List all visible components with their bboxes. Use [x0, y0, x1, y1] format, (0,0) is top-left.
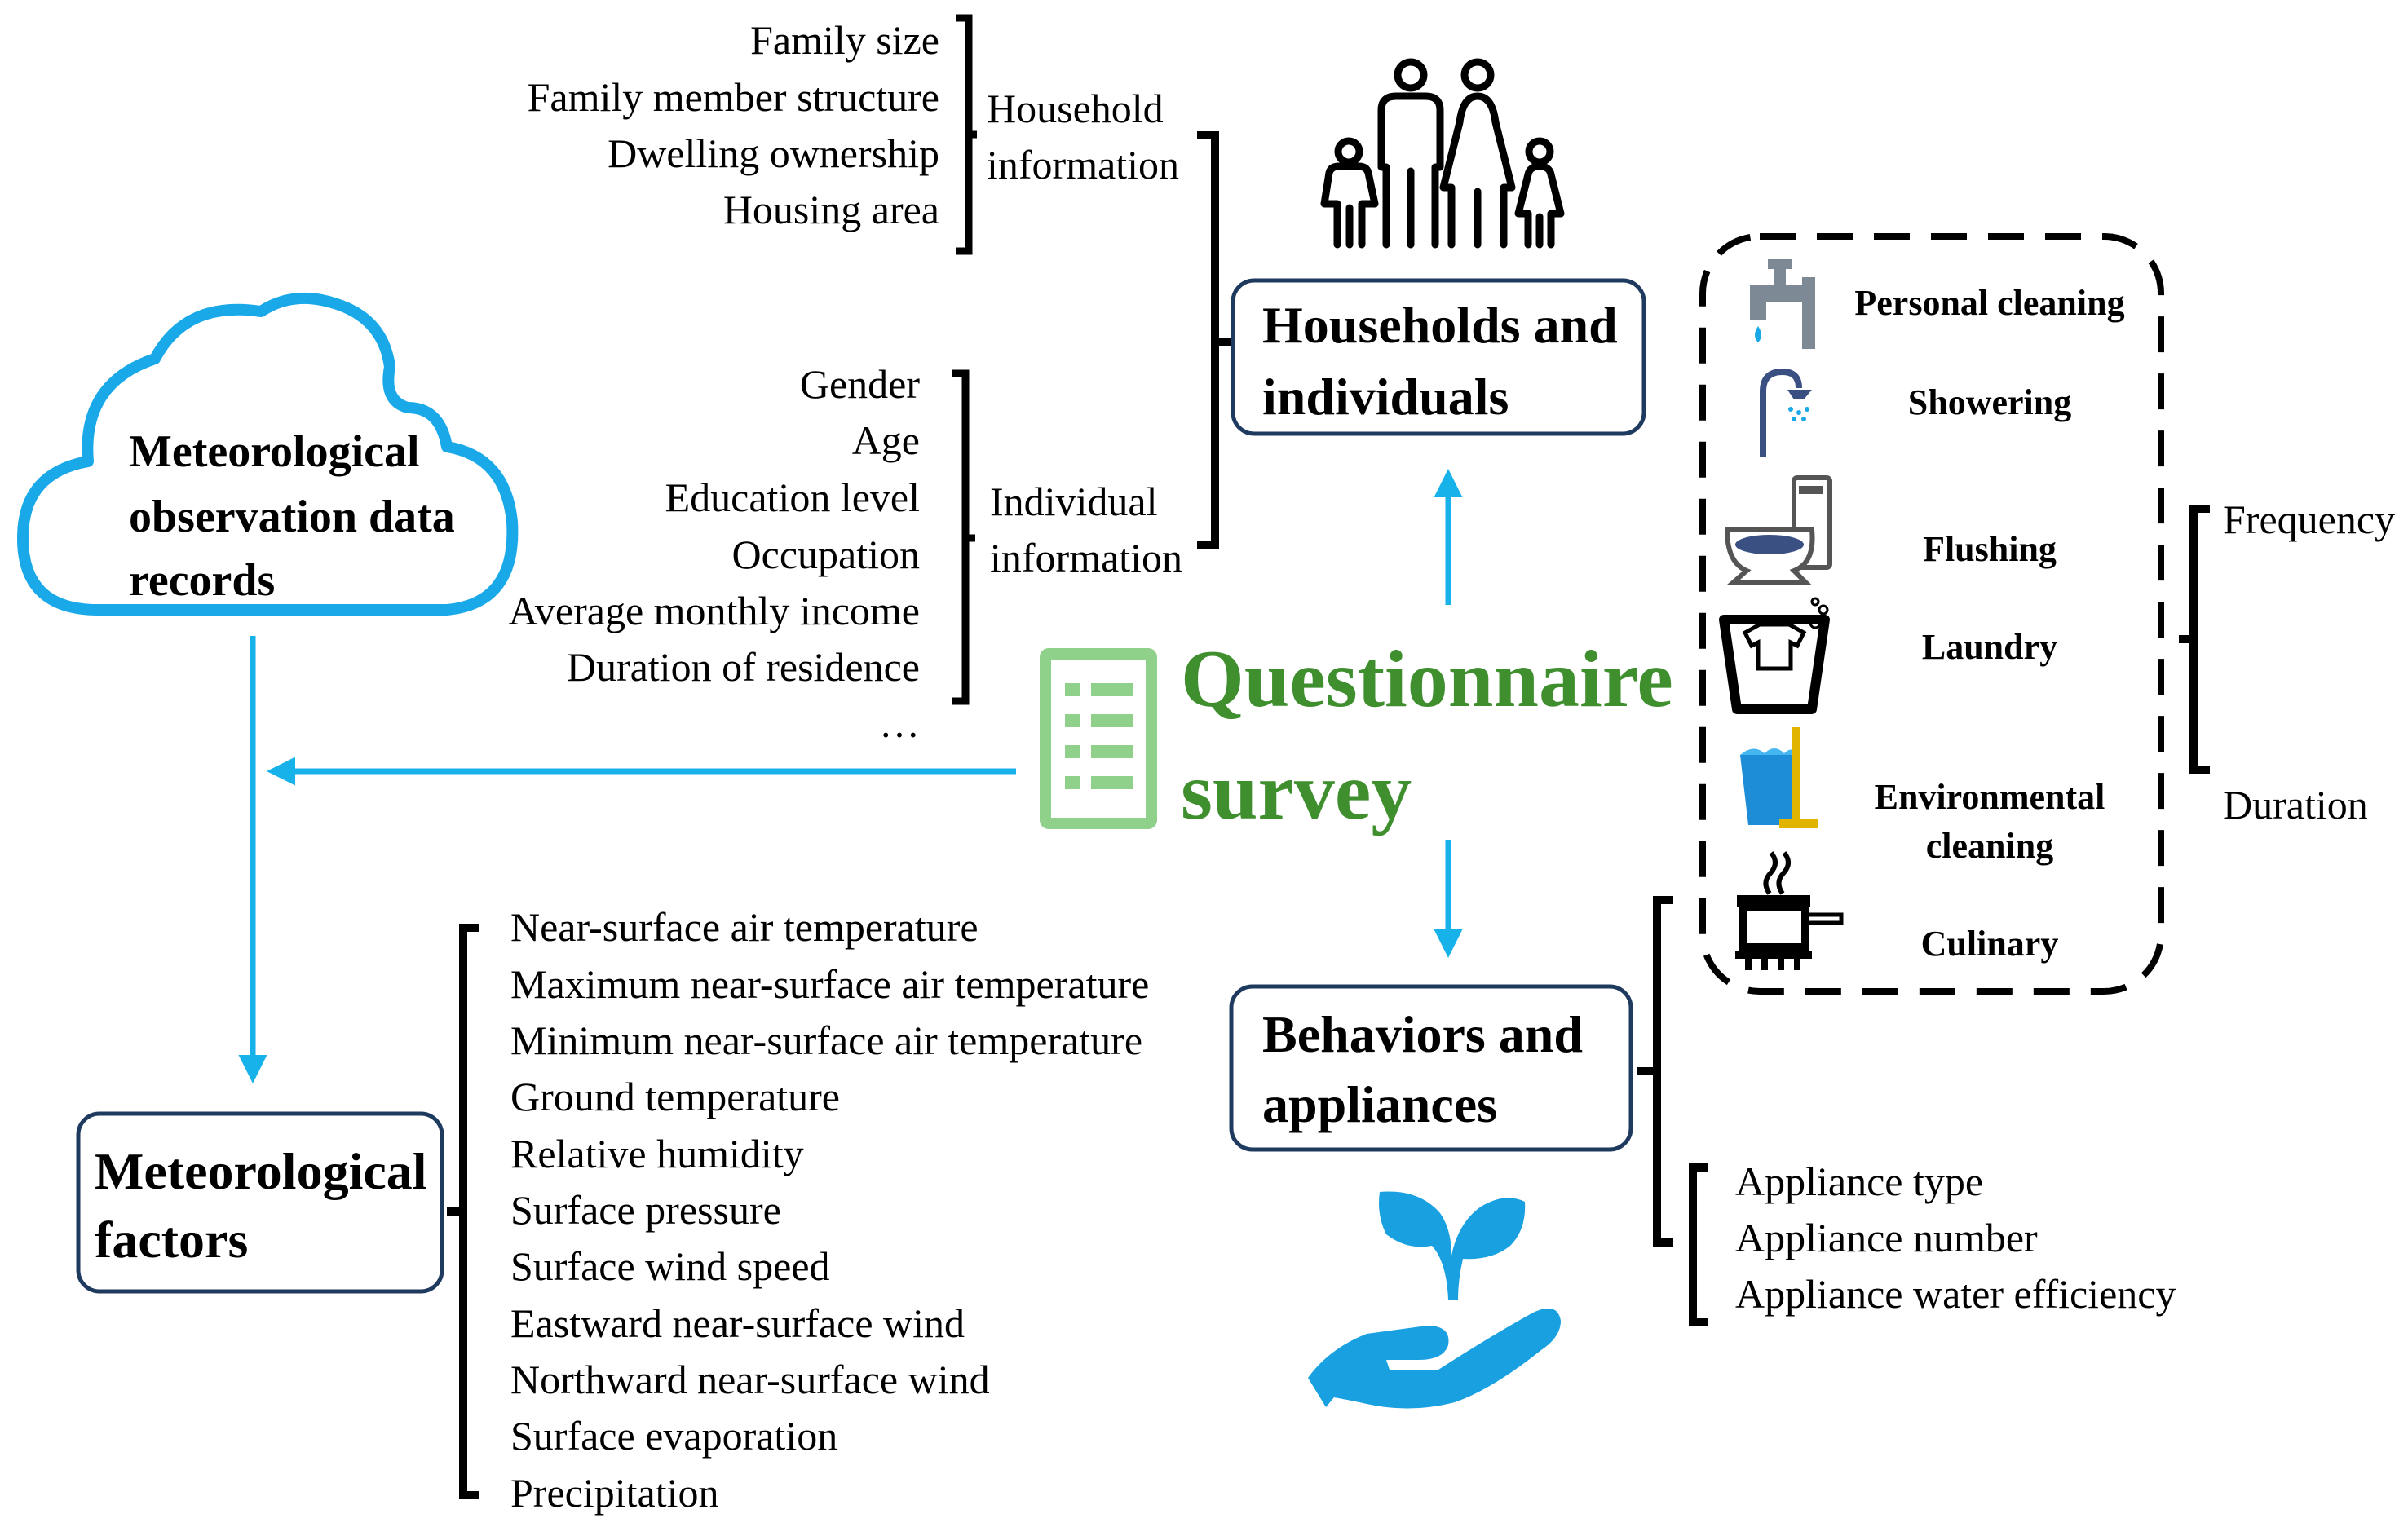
faucet-icon [1750, 259, 1815, 349]
info-group-bracket [1197, 131, 1233, 549]
frequency-duration-bracket [2179, 505, 2210, 774]
family-icon [1320, 58, 1565, 249]
meteo-records-title: Meteorological [129, 426, 420, 477]
behaviors-box-title: Behaviors and [1262, 1005, 1583, 1063]
meteo-factor-item: Surface pressure [510, 1187, 781, 1233]
meteo-records-title: records [129, 555, 275, 606]
appliance-item: Appliance type [1735, 1158, 1983, 1204]
plant-in-hand-icon [1308, 1191, 1561, 1409]
meteo-factor-item: Precipitation [510, 1470, 719, 1516]
behavior-environmental-cleaning: Environmental [1875, 777, 2105, 817]
cooking-pot-icon [1735, 851, 1844, 970]
appliance-item: Appliance number [1735, 1215, 2038, 1260]
meteo-factor-item: Surface evaporation [510, 1413, 837, 1459]
household-item: Dwelling ownership [608, 130, 939, 176]
meteo-factor-item: Northward near-surface wind [510, 1357, 990, 1402]
households-individuals-box [1231, 278, 1646, 436]
household-items: Family size Family member structure Dwel… [528, 17, 939, 232]
appliance-item: Appliance water efficiency [1735, 1271, 2176, 1317]
meteo-factor-item: Eastward near-surface wind [510, 1300, 965, 1346]
individual-item: Occupation [732, 532, 920, 577]
meteo-factors-box [76, 1111, 444, 1294]
appliance-bracket [1689, 1163, 1708, 1326]
meteo-records-title: observation data [129, 492, 455, 542]
questionnaire-title: Questionnaire [1181, 633, 1673, 724]
household-item: Family member structure [528, 74, 939, 120]
behaviors-dashed-group [1699, 233, 2164, 995]
cleaning-bucket-icon [1740, 727, 1818, 828]
household-item: Housing area [723, 187, 939, 232]
cloud-icon [17, 292, 519, 616]
household-info-label: information [987, 142, 1179, 188]
meteo-factor-item: Ground temperature [510, 1074, 840, 1119]
meteo-factor-item: Relative humidity [510, 1131, 804, 1176]
behavior-laundry: Laundry [1922, 627, 2057, 667]
households-box-title: individuals [1262, 368, 1509, 426]
behaviors-appliances-box [1229, 984, 1633, 1152]
individual-item: Education level [665, 474, 920, 520]
meteo-factor-item: Near-surface air temperature [510, 904, 979, 950]
behaviors-bracket [1637, 896, 1673, 1247]
individual-item: Average monthly income [509, 588, 920, 633]
individual-info-label: Individual [990, 479, 1158, 524]
individual-item: Gender [800, 361, 920, 407]
behavior-culinary: Culinary [1921, 924, 2059, 964]
individual-item: … [879, 700, 920, 746]
meteo-factor-item: Surface wind speed [510, 1243, 830, 1289]
household-bracket [956, 14, 977, 255]
meteo-factor-item: Minimum near-surface air temperature [510, 1017, 1142, 1063]
frequency-label: Frequency [2223, 496, 2395, 542]
individual-bracket [952, 369, 975, 705]
individual-item: Duration of residence [567, 644, 920, 690]
individual-item: Age [852, 417, 920, 463]
duration-label: Duration [2223, 782, 2368, 827]
behavior-personal-cleaning: Personal cleaning [1854, 283, 2124, 323]
individual-items: Gender Age Education level Occupation Av… [509, 361, 921, 746]
household-item: Family size [750, 17, 939, 63]
meteo-factor-item: Maximum near-surface air temperature [510, 961, 1149, 1007]
meteo-factors-title: Meteorological [95, 1142, 427, 1200]
appliance-list: Appliance type Appliance number Applianc… [1735, 1158, 2176, 1317]
checklist-icon [1040, 648, 1157, 829]
behaviors-box-title: appliances [1262, 1075, 1497, 1133]
toilet-icon [1724, 475, 1832, 585]
household-info-label: Household [987, 86, 1164, 131]
meteo-factors-bracket [447, 924, 479, 1499]
shower-icon [1760, 368, 1812, 457]
laundry-icon [1719, 597, 1830, 714]
behavior-flushing: Flushing [1923, 529, 2057, 569]
behavior-showering: Showering [1908, 382, 2071, 422]
behavior-environmental-cleaning: cleaning [1926, 826, 2053, 866]
meteo-factors-title: factors [95, 1211, 248, 1269]
individual-info-label: information [990, 535, 1182, 580]
questionnaire-title: survey [1181, 746, 1412, 836]
meteo-factors-list: Near-surface air temperature Maximum nea… [510, 904, 1149, 1516]
households-box-title: Households and [1262, 296, 1618, 354]
